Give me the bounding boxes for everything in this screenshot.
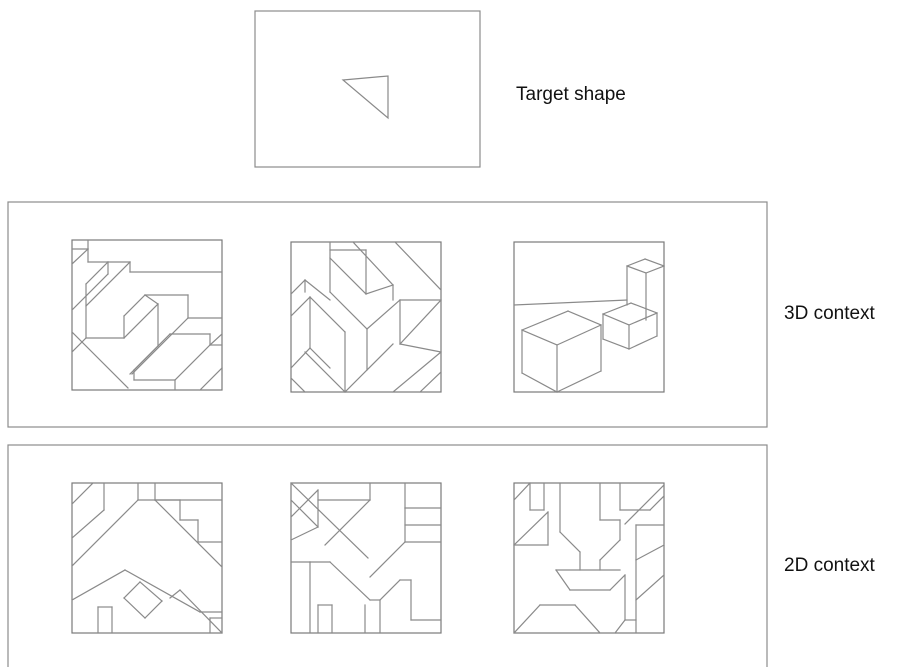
context-2d-group: 2D context — [8, 445, 876, 667]
context-3d-label: 3D context — [784, 303, 876, 324]
target-triangle — [343, 76, 388, 118]
blocks-panel — [291, 242, 441, 392]
pattern-panel-2 — [291, 483, 441, 633]
context-3d-group: 3D context — [8, 202, 876, 427]
stairs-panel — [72, 240, 222, 390]
target-label: Target shape — [516, 84, 626, 105]
cubes-frame — [514, 242, 664, 392]
cubes-panel — [514, 242, 664, 392]
pattern-frame-3 — [514, 483, 664, 633]
pattern-panel-1 — [72, 483, 222, 633]
context-2d-label: 2D context — [784, 555, 876, 576]
target-group: Target shape — [255, 11, 626, 167]
target-frame — [255, 11, 480, 167]
pattern-panel-3 — [514, 483, 664, 633]
